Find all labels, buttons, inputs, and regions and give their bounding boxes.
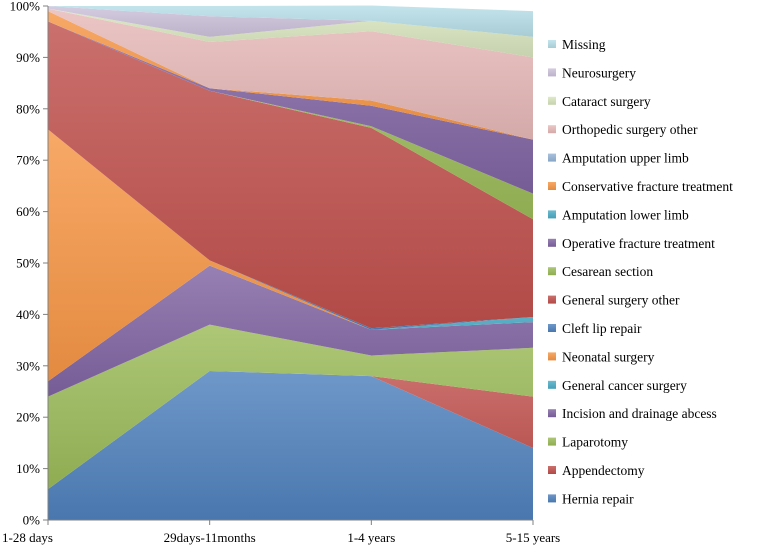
legend-swatch [548, 182, 556, 190]
legend-swatch [548, 267, 556, 276]
area-orthopedic-surgery-other [48, 8, 533, 140]
legend-label: Neurosurgery [562, 65, 636, 80]
legend-swatch [548, 352, 556, 361]
y-tick-label: 0% [23, 513, 41, 528]
y-tick-label: 30% [16, 358, 40, 373]
x-tick-label: 29days-11months [164, 530, 256, 545]
legend-swatch [548, 153, 556, 162]
legend-swatch [548, 409, 556, 418]
legend-label: Operative fracture treatment [562, 236, 715, 251]
legend-swatch [548, 96, 556, 105]
axes: 0% 10% 20% 30% 40% 50% 60% 70% 80% 90% 100% 1-28 da… [2, 0, 560, 545]
y-tick-label: 50% [16, 256, 40, 271]
legend-swatch [548, 494, 556, 503]
legend-label: Hernia repair [562, 491, 634, 506]
legend-swatch [548, 380, 556, 389]
legend-swatch [548, 210, 556, 219]
area-hernia-repair [48, 370, 533, 520]
y-tick-label: 10% [16, 461, 40, 476]
legend-label: Amputation lower limb [562, 207, 689, 222]
area-layer [48, 5, 533, 520]
area-cataract-surgery [48, 8, 533, 58]
legend-label: Cleft lip repair [562, 321, 642, 336]
legend-label: Cesarean section [562, 264, 653, 279]
legend-swatch [548, 238, 556, 247]
legend-swatch [548, 125, 556, 134]
area-general-surgery-other [48, 21, 533, 329]
legend-label: Incision and drainage abcess [562, 406, 717, 421]
legend-label: Orthopedic surgery other [562, 122, 698, 137]
legend-swatch [548, 324, 556, 332]
legend-swatch [548, 40, 556, 48]
area-operative-fracture-treatment [48, 21, 533, 194]
y-tick-label: 40% [16, 307, 40, 322]
y-tick-label: 70% [16, 153, 40, 168]
x-tick-label: 1-28 days [2, 530, 53, 545]
area-neurosurgery [48, 6, 533, 37]
y-tick-label: 90% [16, 50, 40, 65]
y-tick-label: 60% [16, 204, 40, 219]
area-neonatal-surgery [48, 129, 533, 382]
legend-swatch [548, 437, 556, 446]
area-laparotomy [48, 324, 533, 490]
legend-label: Conservative fracture treatment [562, 179, 733, 194]
x-tick-label: 1-4 years [347, 530, 395, 545]
legend-label: Appendectomy [562, 463, 645, 478]
y-tick-label: 20% [16, 410, 40, 425]
legend-label: Amputation upper limb [562, 151, 689, 166]
x-tick-label: 5-15 years [506, 530, 561, 545]
legend-swatch [548, 466, 556, 474]
legend-swatch [548, 68, 556, 77]
y-tick-label: 80% [16, 101, 40, 116]
legend-label: Missing [562, 37, 606, 52]
legend-label: General surgery other [562, 293, 680, 308]
legend-swatch [548, 295, 556, 304]
legend-label: Laparotomy [562, 435, 628, 450]
y-tick-label: 100% [10, 0, 41, 14]
legend-label: Cataract surgery [562, 94, 651, 109]
legend-label: General cancer surgery [562, 378, 687, 393]
legend-label: Neonatal surgery [562, 349, 655, 364]
area-incision-and-drainage-abcess [48, 265, 533, 397]
area-missing [48, 5, 533, 37]
